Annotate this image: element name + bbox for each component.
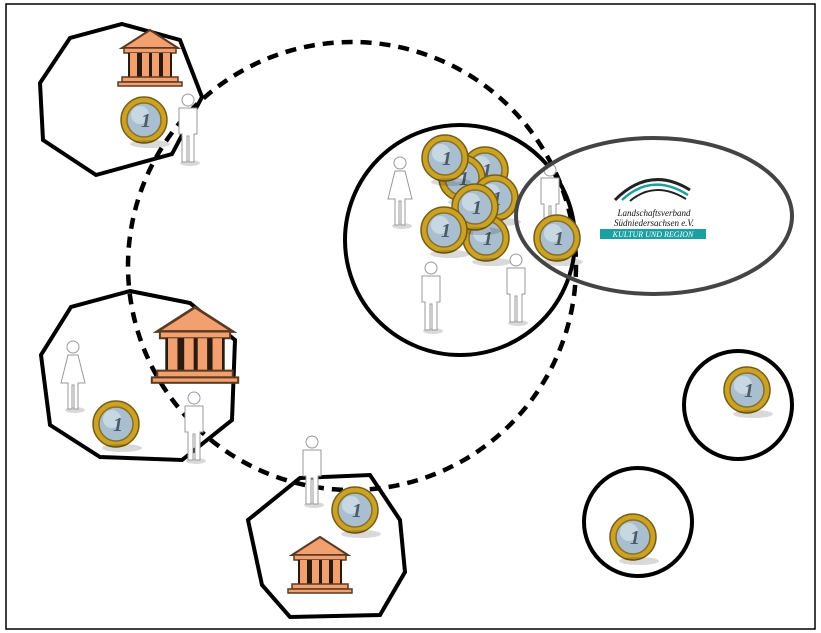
logo-line-3: KULTUR UND REGION (612, 230, 694, 239)
euro-coin-icon (120, 96, 171, 149)
group-top-left (37, 21, 205, 178)
woman-icon (60, 340, 86, 414)
logo-arcs-icon (613, 178, 691, 202)
euro-coin-icon (92, 400, 143, 453)
logo-line-2: Südniedersachsen e.V. (614, 218, 694, 228)
group-isolated-bottom-right (582, 466, 694, 578)
frame-border (5, 3, 816, 630)
woman-icon (387, 156, 413, 230)
euro-coin-icon (331, 486, 382, 539)
logo-line-1: Landschaftsverband (617, 208, 691, 218)
euro-coin-icon (723, 366, 774, 419)
person-icon (184, 391, 207, 465)
person-icon (421, 261, 444, 335)
group-bottom (245, 472, 408, 620)
person-icon (302, 435, 325, 509)
museum-building-icon (287, 536, 353, 594)
partner-ellipse (514, 136, 794, 296)
logo-band (600, 229, 706, 239)
euro-coin-icon (609, 513, 660, 566)
museum-building-icon (150, 305, 240, 385)
group-isolated-right (682, 349, 794, 461)
person-icon (506, 253, 529, 327)
